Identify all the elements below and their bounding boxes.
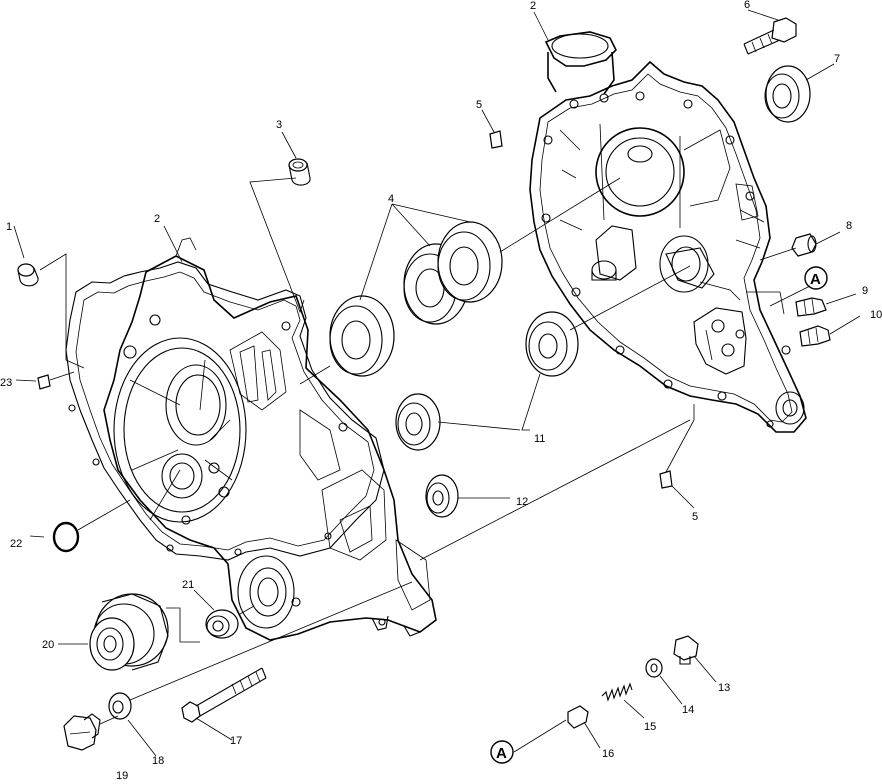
reference-mark-a-upper-label: A — [810, 271, 821, 288]
callout-1: 1 — [6, 221, 12, 233]
callout-18: 18 — [152, 755, 164, 767]
callout-3: 3 — [276, 119, 282, 131]
callout-17: 17 — [230, 735, 242, 747]
part-12-bearing — [425, 474, 459, 518]
part-22-o-ring — [52, 521, 80, 553]
callout-4: 4 — [388, 193, 394, 205]
callout-10: 10 — [870, 309, 882, 321]
part-7-seal — [764, 65, 811, 123]
callout-21: 21 — [182, 579, 194, 591]
part-6-bolt — [743, 17, 797, 55]
reference-mark-a-lower-label: A — [496, 745, 507, 762]
part-14-washer — [645, 658, 663, 678]
callout-9: 9 — [862, 285, 868, 297]
part-1-dowel-sleeve — [17, 263, 39, 287]
callout-6: 6 — [744, 0, 750, 11]
part-16-plunger — [567, 705, 589, 729]
callout-13: 13 — [718, 682, 730, 694]
part-10-fitting — [799, 325, 831, 347]
part-19-drain-plug — [63, 713, 101, 751]
callout-2-right: 2 — [530, 0, 536, 12]
callout-12: 12 — [516, 496, 528, 508]
part-11-bearings — [395, 311, 579, 451]
part-9-fitting — [795, 297, 827, 317]
leader-lines — [13, 9, 861, 757]
callout-23: 23 — [0, 377, 12, 389]
callout-5-top: 5 — [476, 99, 482, 111]
part-13-plug — [673, 635, 699, 665]
part-5-pins — [489, 130, 673, 489]
callout-20: 20 — [42, 639, 54, 651]
left-crankcase-half — [65, 237, 437, 641]
callout-11: 11 — [534, 433, 545, 445]
part-20-drive-assembly — [89, 593, 169, 671]
callout-5-lower: 5 — [692, 511, 698, 523]
part-17-long-bolt — [181, 667, 267, 723]
callout-15: 15 — [644, 721, 656, 733]
callout-14: 14 — [682, 704, 694, 716]
part-8-sleeve — [791, 233, 817, 257]
part-4-bearings — [329, 221, 503, 377]
callout-16: 16 — [602, 748, 614, 760]
callout-8: 8 — [846, 220, 852, 232]
part-21-seal — [205, 609, 239, 639]
callout-22: 22 — [10, 538, 22, 550]
part-3-sleeve — [288, 158, 311, 186]
callout-2-left: 2 — [154, 213, 160, 225]
right-crankcase-half — [529, 31, 807, 433]
reference-mark-a-lower: A — [490, 740, 514, 764]
callout-7: 7 — [834, 53, 840, 65]
part-23-pin — [37, 374, 51, 390]
reference-mark-a-upper: A — [804, 266, 828, 290]
part-18-washer — [108, 692, 132, 720]
part-15-spring — [601, 682, 633, 702]
callout-19: 19 — [116, 770, 128, 779]
